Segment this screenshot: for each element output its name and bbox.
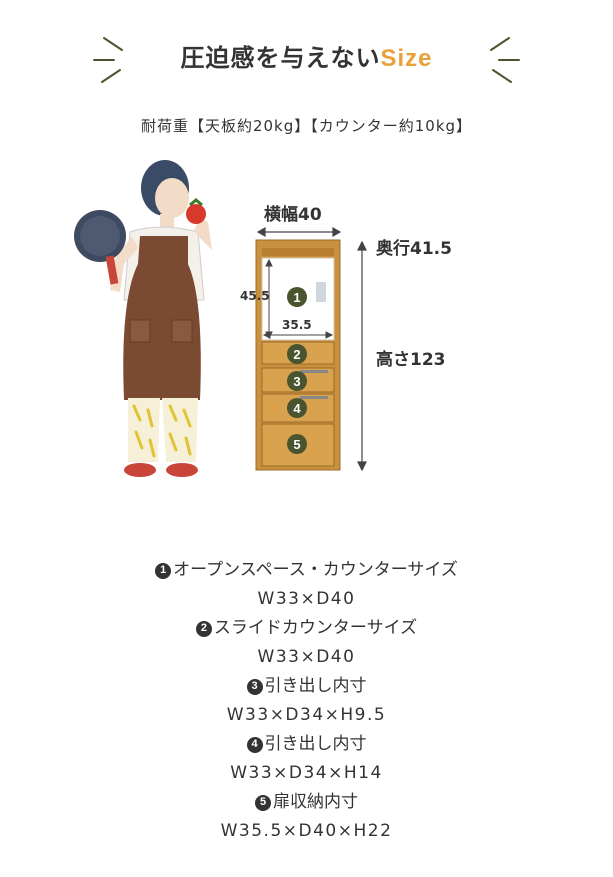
width-arrow [256, 226, 342, 238]
spec-number: 1 [155, 562, 172, 579]
spec-size: W33×D34×H9.5 [226, 705, 387, 725]
height-arrow [357, 240, 367, 472]
page-title: 圧迫感を与えないSize [0, 38, 613, 73]
spec-title: スライドカウンターサイズ [213, 618, 418, 638]
spec-number: 3 [246, 678, 263, 695]
woman-illustration [74, 160, 212, 477]
spec-number: 5 [255, 794, 271, 811]
inner-height-label: 45.5 [240, 289, 270, 303]
badge-5: 5 [287, 434, 307, 454]
product-illustration [74, 160, 367, 477]
spec-title: オープンスペース・カウンターサイズ [173, 560, 458, 580]
badge-1: 1 [287, 287, 307, 307]
title-accent: Size [380, 45, 433, 72]
spec-size: W33×D34×H14 [230, 763, 383, 783]
depth-label: 奥行41.5 [376, 239, 452, 259]
height-label: 高さ123 [376, 350, 446, 370]
load-capacity: 耐荷重【天板約20kg】【カウンター約10kg】 [140, 117, 473, 135]
spec-title: 扉収納内寸 [273, 792, 358, 812]
spec-size: W35.5×D40×H22 [220, 821, 393, 841]
inner-width-label: 35.5 [282, 318, 312, 332]
sparkle-right-icon [490, 37, 520, 83]
spec-number: 4 [246, 736, 263, 753]
spec-number: 2 [195, 620, 212, 637]
spec-size: W33×D40 [257, 589, 356, 609]
spec-size: W33×D40 [257, 647, 356, 667]
sparkle-left-icon [93, 37, 123, 83]
title-main: 圧迫感を与えない [180, 44, 381, 72]
badge-4: 4 [287, 398, 307, 418]
width-label: 横幅40 [264, 205, 322, 225]
inner-width-arrow [262, 331, 334, 339]
spec-title: 引き出し内寸 [264, 734, 367, 754]
badge-2: 2 [287, 344, 307, 364]
spec-title: 引き出し内寸 [264, 676, 367, 696]
badge-3: 3 [287, 371, 307, 391]
